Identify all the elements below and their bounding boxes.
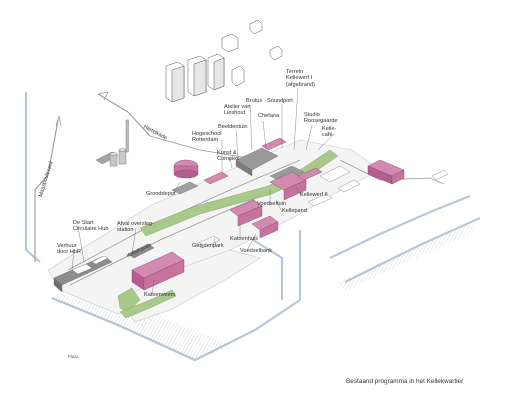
background-towers bbox=[165, 19, 283, 103]
label-kellecafe: Kelle- café bbox=[322, 126, 337, 139]
map-caption: Bestaand programma in het Kellekwartier bbox=[346, 378, 464, 385]
label-voedselbank: Voedselbank bbox=[240, 248, 273, 254]
label-katoenveem: Katoenveem bbox=[144, 292, 176, 298]
label-kellewerf-2: Kellewerf II bbox=[300, 192, 328, 198]
label-soundport: Soundport bbox=[267, 98, 293, 104]
label-brutus: Brutus bbox=[246, 98, 263, 104]
small-text-plaza: Plaza bbox=[68, 354, 79, 359]
label-afval-overslagstation: Afval overslag- station bbox=[117, 221, 154, 234]
label-beeldentuin: Beeldentuin bbox=[218, 124, 248, 130]
label-terrein-kellewerf-1: Terrein Kellewerf I (afgebrand) bbox=[286, 69, 315, 88]
label-studio-roosegaarde: Studio Roosegaarde bbox=[304, 112, 338, 125]
label-de-start: De Start Circulaire Hub bbox=[73, 220, 109, 233]
small-structures bbox=[71, 165, 449, 275]
label-chefana: Chefana bbox=[258, 113, 280, 119]
label-atelier-van-lieshout: Atelier van Lieshout bbox=[224, 104, 251, 117]
label-hogeschool-rotterdam: Hogeschool Rotterdam bbox=[192, 131, 222, 144]
leader-lines bbox=[71, 87, 335, 295]
label-verhuur-door-hbr: Verhuur door HbR bbox=[57, 243, 81, 256]
label-getijdenpark: Getijdenpark bbox=[192, 243, 224, 249]
label-voedseltuin: Voedseltuin bbox=[257, 201, 286, 207]
dome-building bbox=[173, 159, 199, 179]
label-katoenhuis: Katoenhuis bbox=[230, 236, 258, 242]
label-gronddepot: Gronddepot bbox=[146, 191, 176, 197]
label-kellepand: Kellepand bbox=[282, 208, 307, 214]
program-buildings bbox=[131, 137, 405, 291]
label-kunst-complex: Kunst & Complex bbox=[217, 150, 240, 163]
green-areas bbox=[117, 149, 339, 319]
silos bbox=[109, 119, 129, 167]
